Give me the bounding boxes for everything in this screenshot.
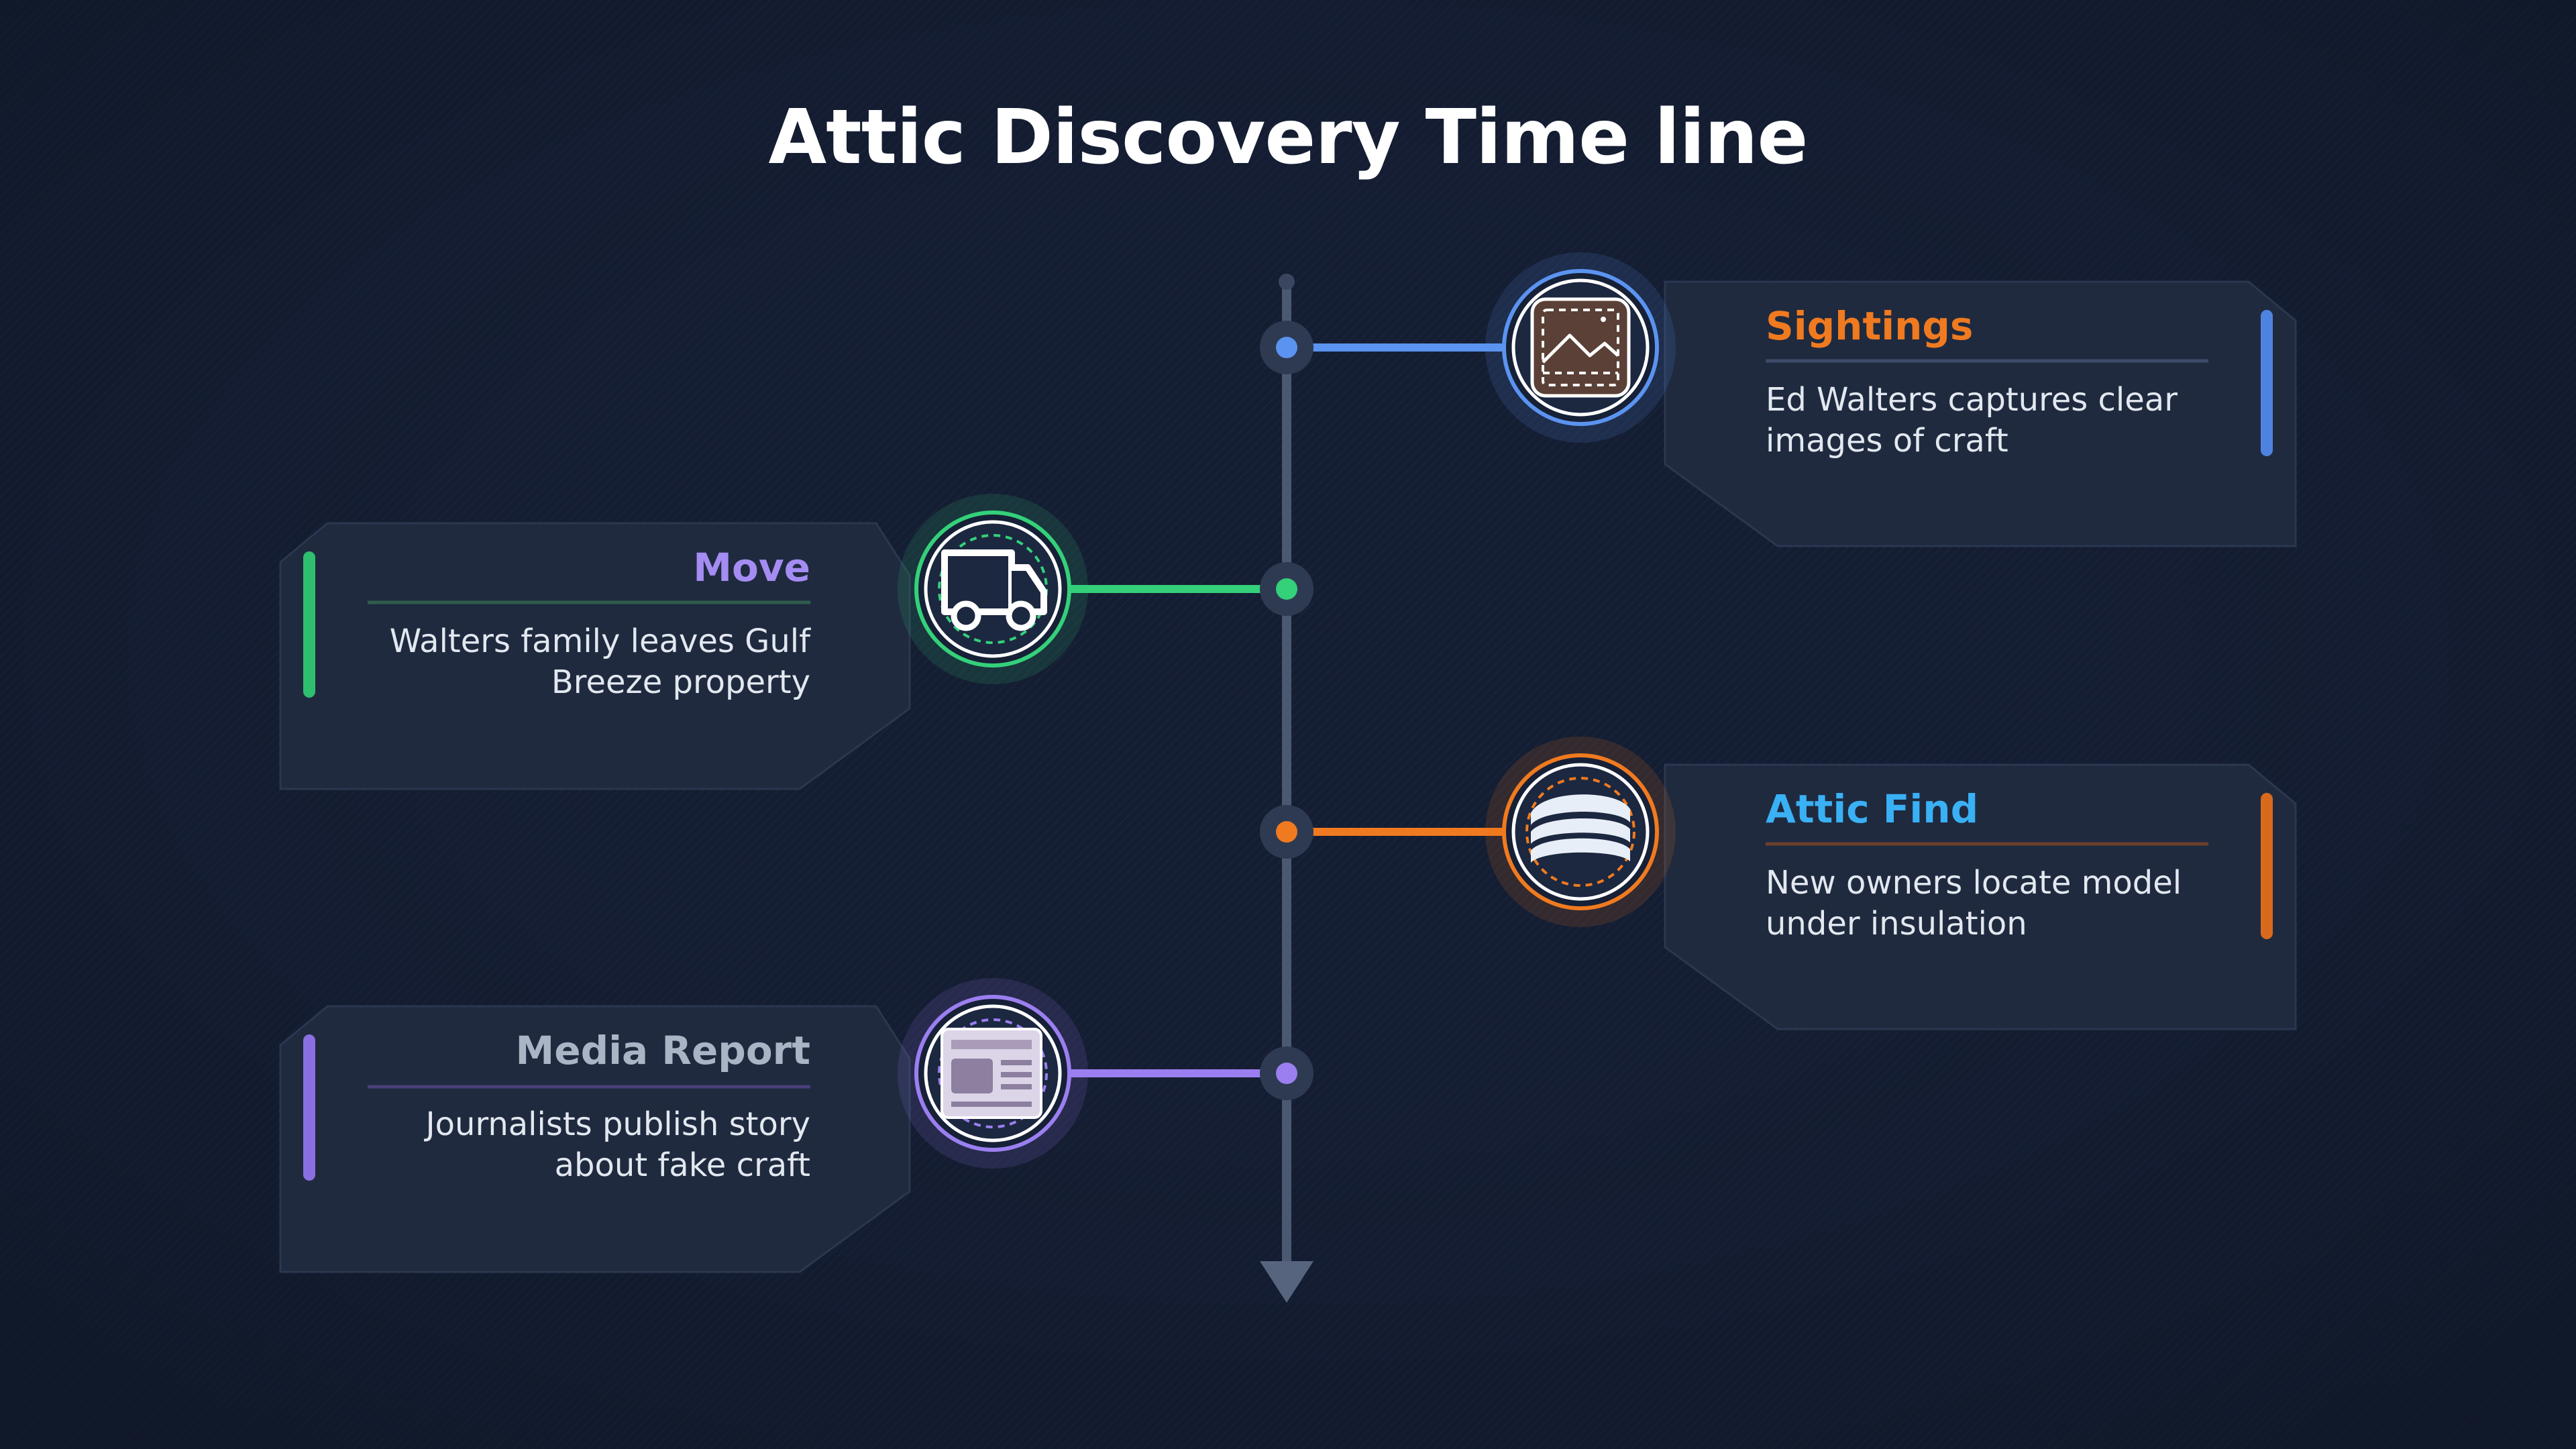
- event-accent-bar: [303, 551, 315, 698]
- event-title-media-report: Media Report: [515, 1028, 810, 1073]
- event-desc-media-report: Journalists publish story about fake cra…: [341, 1104, 811, 1186]
- event-card: [1664, 763, 2297, 1030]
- event-desc-line: under insulation: [1766, 905, 2027, 943]
- event-card: [279, 1005, 911, 1273]
- axis-arrow-icon: [1260, 1261, 1313, 1303]
- event-desc-attic-find: New owners locate model under insulation: [1766, 863, 2235, 945]
- event-desc-move: Walters family leaves Gulf Breeze proper…: [341, 621, 810, 703]
- page-title: Attic Discovery Time line: [768, 94, 1808, 181]
- event-attic-find: [1260, 737, 2297, 1030]
- event-move: [279, 494, 1313, 790]
- event-sightings: [1260, 252, 2297, 547]
- event-title-move: Move: [693, 545, 810, 590]
- event-desc-line: New owners locate model: [1766, 864, 2182, 902]
- event-card: [279, 522, 911, 790]
- event-desc-line: Ed Walters captures clear: [1766, 381, 2178, 419]
- event-title-attic-find: Attic Find: [1766, 786, 1979, 832]
- event-desc-line: Walters family leaves Gulf: [389, 623, 810, 660]
- event-accent-bar: [2261, 793, 2273, 939]
- event-desc-line: Journalists publish story: [425, 1106, 811, 1143]
- insulation-icon: [1531, 794, 1630, 863]
- event-card: [1664, 280, 2297, 547]
- newspaper-icon: [941, 1028, 1042, 1119]
- event-desc-line: images of craft: [1766, 422, 2008, 460]
- photo-icon: [1530, 297, 1631, 398]
- event-accent-bar: [2261, 310, 2273, 456]
- event-accent-bar: [303, 1034, 315, 1181]
- event-desc-line: about fake craft: [554, 1146, 810, 1184]
- event-media-report: [279, 978, 1313, 1273]
- event-desc-sightings: Ed Walters captures clear images of craf…: [1766, 380, 2235, 462]
- event-desc-line: Breeze property: [551, 663, 810, 701]
- event-title-sightings: Sightings: [1766, 303, 1974, 349]
- truck-icon: [941, 549, 1047, 631]
